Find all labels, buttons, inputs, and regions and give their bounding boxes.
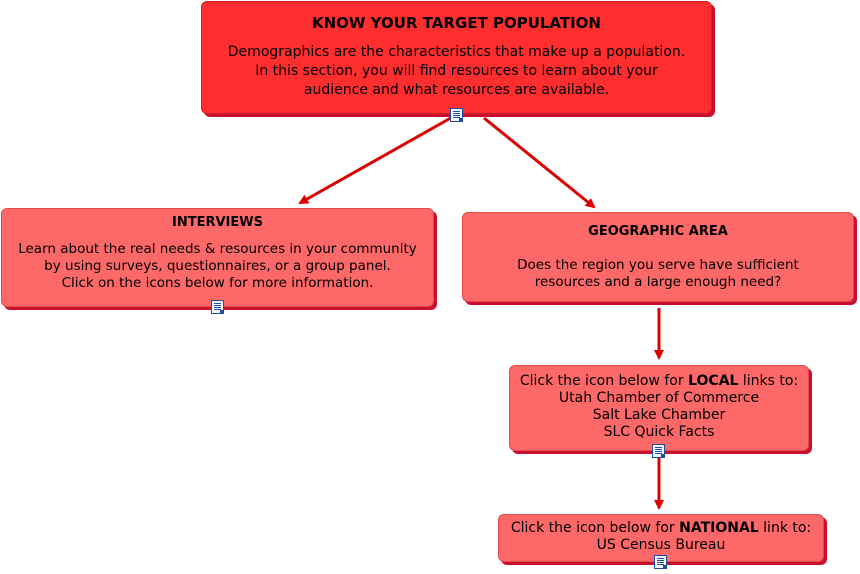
node-geographic-area: GEOGRAPHIC AREA Does the region you serv…: [462, 212, 854, 302]
node-interviews: INTERVIEWS Learn about the real needs & …: [1, 208, 434, 307]
node-national-links: Click the icon below for NATIONAL link t…: [498, 514, 824, 562]
document-icon[interactable]: [652, 444, 665, 458]
document-icon[interactable]: [211, 300, 224, 314]
node-local-links: Click the icon below for LOCAL links to:…: [509, 365, 809, 451]
edge-target-to-interviews: [298, 113, 457, 205]
node-title: INTERVIEWS: [172, 215, 263, 230]
node-body: Does the region you serve have sufficien…: [517, 257, 799, 290]
node-title: GEOGRAPHIC AREA: [588, 224, 728, 239]
intro-prefix: Click the icon below for: [510, 520, 680, 536]
document-icon[interactable]: [450, 108, 463, 122]
edge-target-to-geographic: [483, 116, 596, 209]
link-item: US Census Bureau: [596, 537, 726, 553]
intro-emphasis: LOCAL: [688, 373, 739, 389]
national-links-intro: Click the icon below for NATIONAL link t…: [499, 520, 823, 537]
local-links-intro: Click the icon below for LOCAL links to:: [510, 373, 808, 390]
intro-suffix: link to:: [758, 520, 812, 536]
link-item: SLC Quick Facts: [603, 424, 715, 440]
document-icon[interactable]: [654, 555, 667, 569]
intro-suffix: links to:: [738, 373, 799, 389]
node-body: Demographics are the characteristics tha…: [227, 44, 686, 98]
node-body: Learn about the real needs & resources i…: [18, 241, 417, 291]
intro-emphasis: NATIONAL: [679, 520, 759, 536]
link-item: Salt Lake Chamber: [592, 407, 726, 423]
intro-prefix: Click the icon below for: [519, 373, 689, 389]
node-title: KNOW YOUR TARGET POPULATION: [311, 14, 601, 32]
node-target-population: KNOW YOUR TARGET POPULATION Demographics…: [201, 1, 712, 114]
link-item: Utah Chamber of Commerce: [558, 390, 760, 406]
